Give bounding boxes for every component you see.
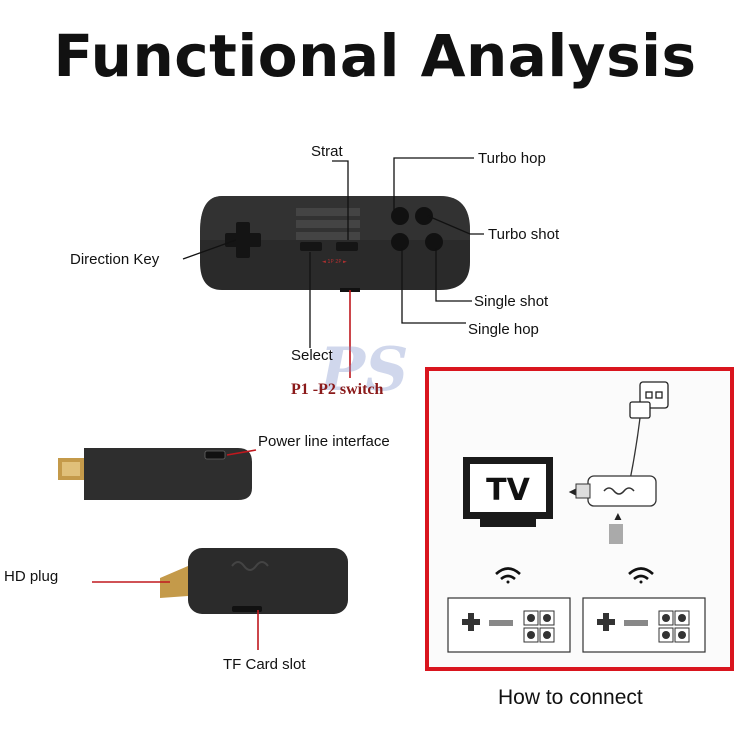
how-to-connect-caption: How to connect — [498, 686, 643, 709]
turbo-hop-button-icon — [391, 207, 409, 225]
label-tf-card-slot: TF Card slot — [223, 656, 306, 673]
dongle-top — [58, 448, 252, 500]
turbo-shot-button-icon — [415, 207, 433, 225]
watermark-logo: PS — [320, 335, 409, 405]
single-shot-button-icon — [425, 233, 443, 251]
label-direction-key: Direction Key — [70, 251, 160, 268]
page-title: Functional Analysis — [53, 22, 697, 90]
single-hop-button-icon — [391, 233, 409, 251]
tf-slot-icon — [232, 606, 262, 612]
select-key-icon — [300, 242, 322, 251]
dpad-icon — [225, 222, 261, 258]
label-hd-plug: HD plug — [4, 568, 59, 585]
controller-leaders — [182, 157, 484, 348]
label-strat: Strat — [311, 143, 343, 160]
label-single-shot: Single shot — [474, 293, 549, 310]
dongle-bottom — [160, 548, 348, 614]
how-to-connect-panel — [425, 367, 734, 671]
label-turbo-hop: Turbo hop — [478, 150, 546, 167]
label-p1-p2-switch: P1 -P2 switch — [291, 381, 384, 398]
usb-port-icon — [204, 450, 226, 460]
label-select: Select — [291, 347, 333, 364]
label-turbo-shot: Turbo shot — [488, 226, 560, 243]
svg-text:◄ 1P 2P ►: ◄ 1P 2P ► — [322, 259, 347, 265]
start-key-icon — [336, 242, 358, 251]
label-power-line-interface: Power line interface — [258, 433, 390, 450]
gamepad: ◄ 1P 2P ► — [200, 196, 470, 292]
label-single-hop: Single hop — [468, 321, 539, 338]
